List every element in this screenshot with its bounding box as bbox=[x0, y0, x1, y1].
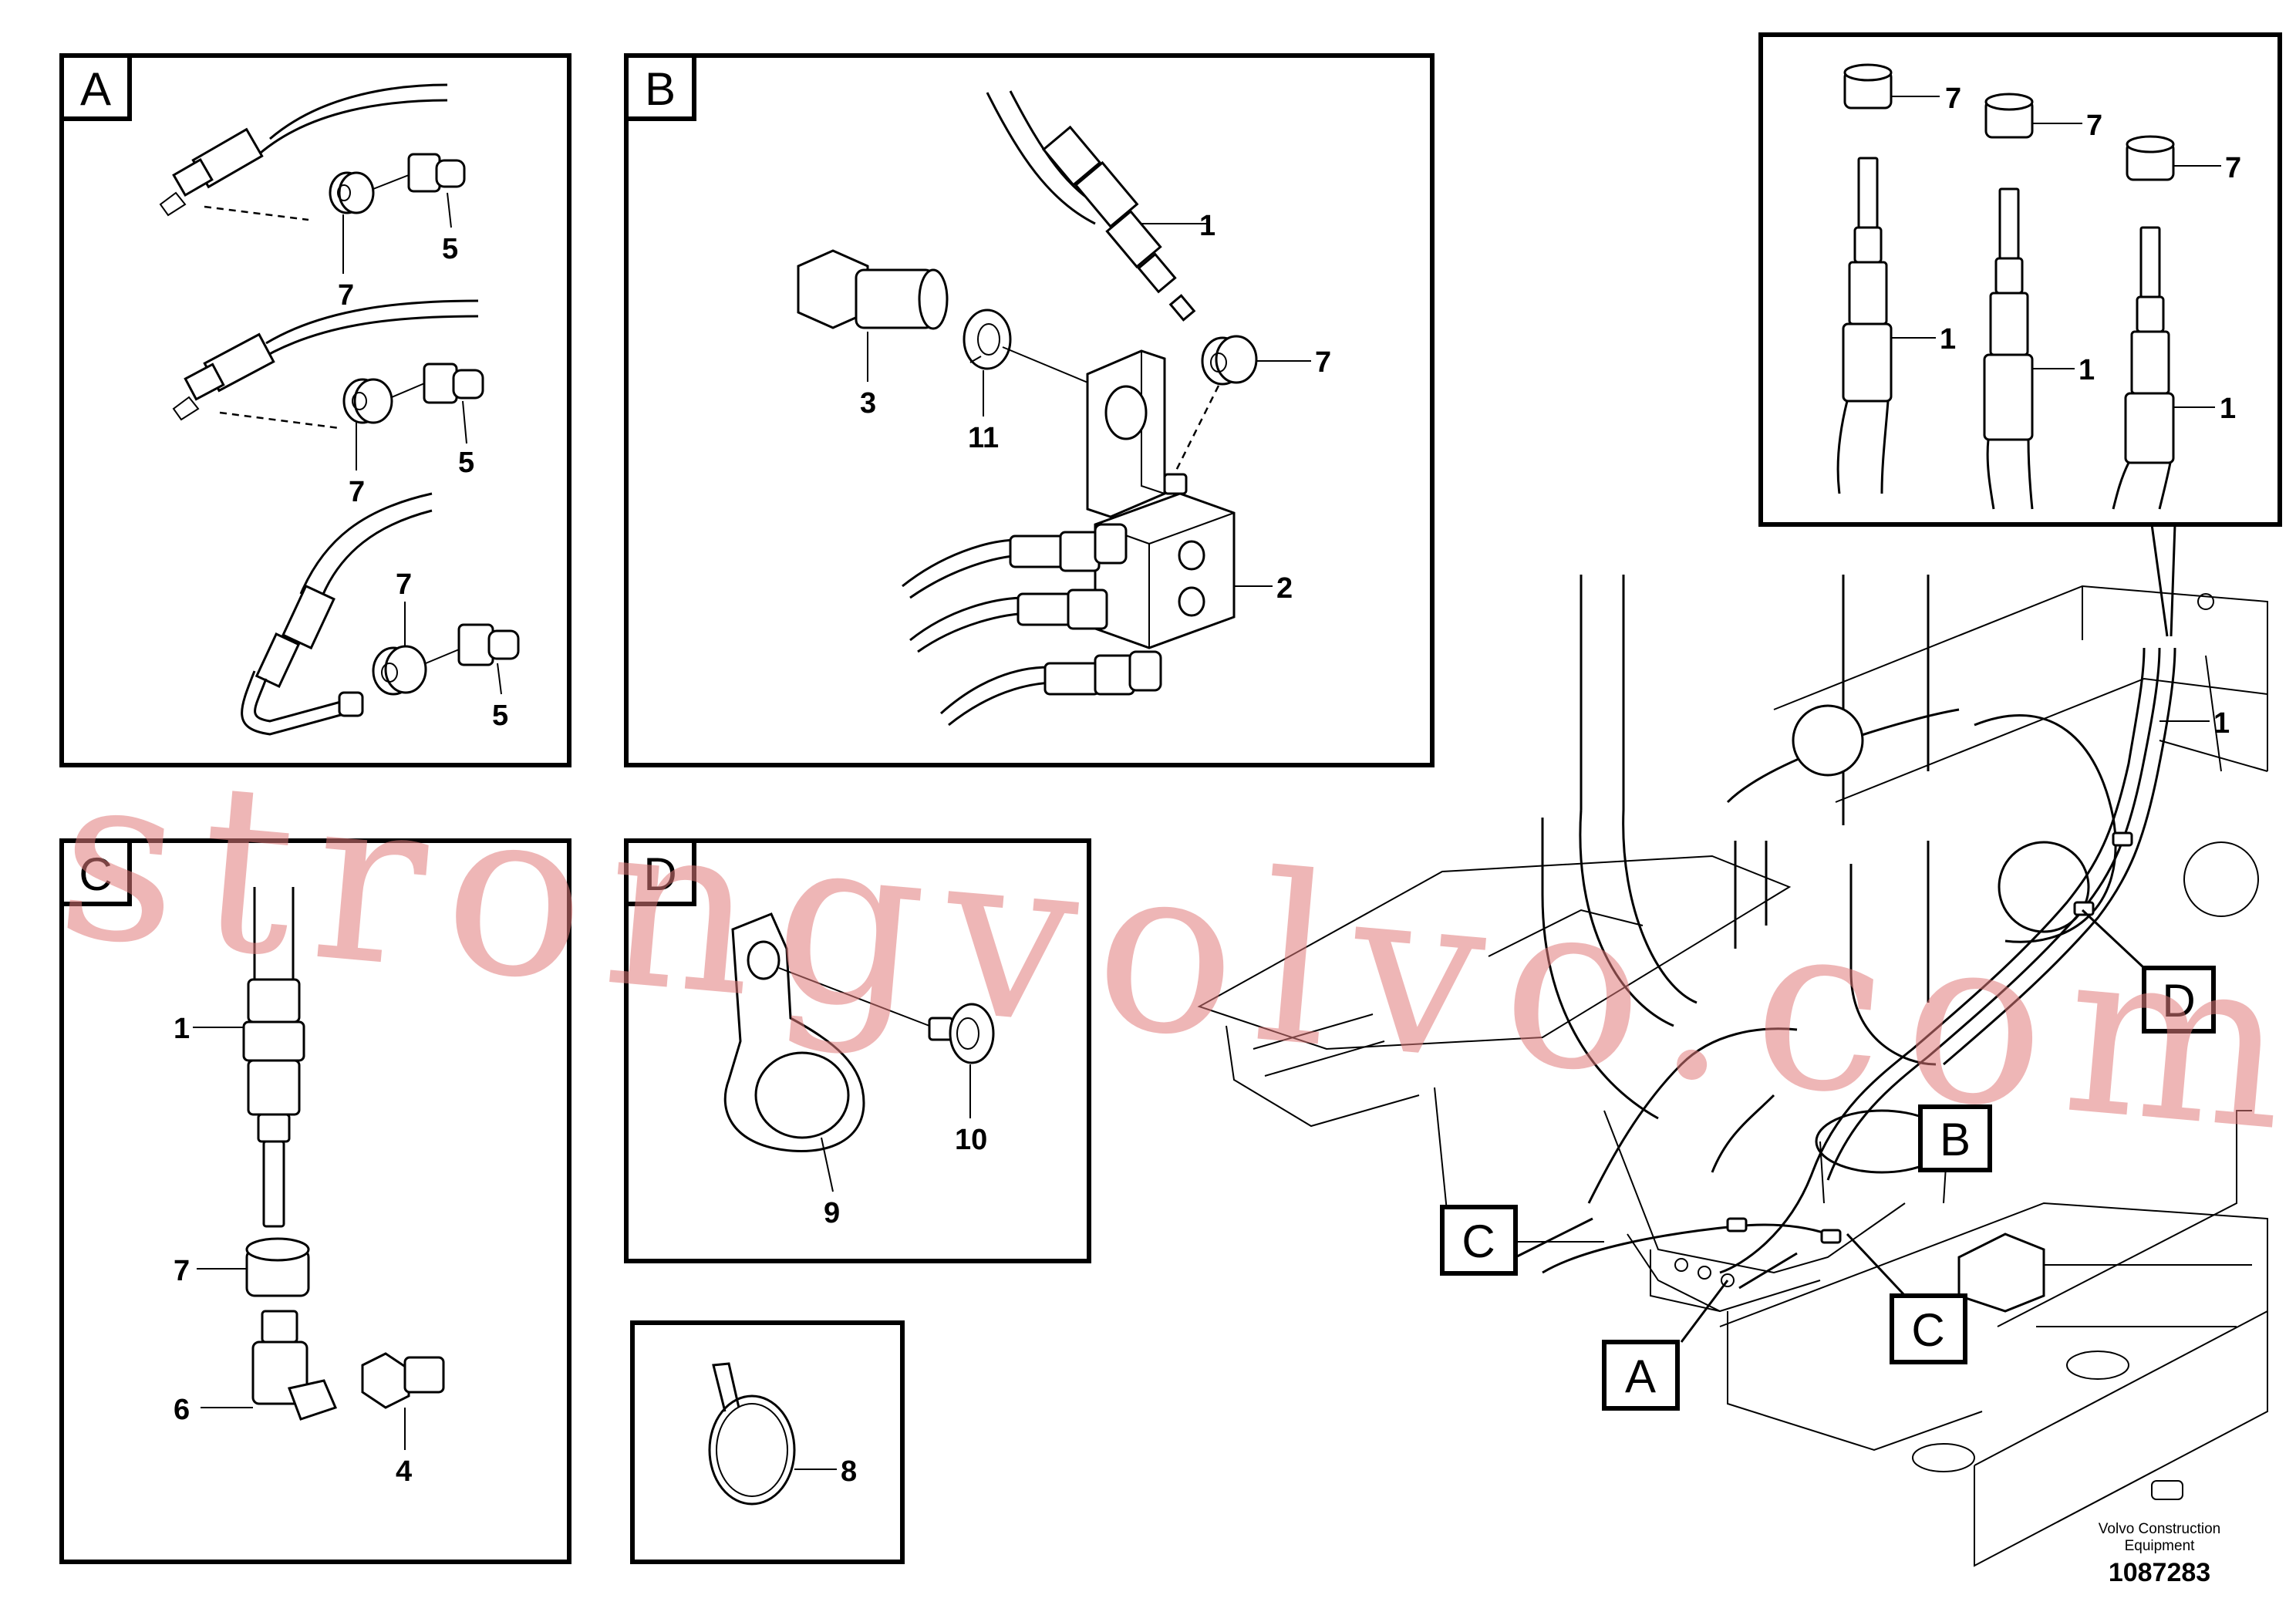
callout-d: D bbox=[2162, 975, 2195, 1027]
label-f-1-2: 1 bbox=[2079, 354, 2095, 386]
label-b-1: 1 bbox=[1199, 210, 1215, 242]
label-a-7-1: 7 bbox=[338, 279, 354, 312]
label-a-7-2: 7 bbox=[349, 476, 365, 508]
figure-id: 1087283 bbox=[2109, 1558, 2210, 1587]
label-f-7-2: 7 bbox=[2086, 110, 2102, 142]
callout-c-right: C bbox=[1911, 1304, 1944, 1356]
label-b-2: 2 bbox=[1276, 572, 1293, 605]
label-f-7-3: 7 bbox=[2225, 152, 2241, 184]
mounting-bracket bbox=[1086, 349, 1166, 518]
adapter-plug bbox=[457, 623, 520, 666]
label-c-6: 6 bbox=[174, 1394, 190, 1426]
label-a-5-3: 5 bbox=[492, 700, 508, 732]
brand-line-1: Volvo Construction bbox=[2099, 1521, 2220, 1537]
hose-end-fitting bbox=[1041, 125, 1196, 322]
watermark: strongvolvo.com bbox=[49, 720, 2296, 1184]
main-machine-view: 1 D B C C A bbox=[1197, 575, 2268, 1567]
label-a-5-1: 5 bbox=[442, 233, 458, 265]
hose-fitting bbox=[1017, 588, 1108, 630]
label-a-7-3: 7 bbox=[396, 568, 412, 601]
label-e-8: 8 bbox=[841, 1455, 857, 1488]
valve-block bbox=[1094, 473, 1236, 649]
panel-d: D 9 10 bbox=[624, 838, 1091, 1263]
hose-end-3 bbox=[2112, 135, 2175, 510]
plug-cap bbox=[245, 1237, 310, 1297]
adapter-plug bbox=[407, 153, 466, 193]
panel-b: B 1 7 3 bbox=[624, 53, 1435, 767]
panel-cable-tie: 8 bbox=[630, 1320, 905, 1564]
hose-fitting bbox=[1009, 523, 1128, 572]
label-d-9: 9 bbox=[824, 1197, 840, 1229]
lock-washer bbox=[963, 309, 1012, 370]
hose-end-2 bbox=[1983, 93, 2034, 510]
panel-d-letter: D bbox=[643, 848, 676, 900]
hose-clamp bbox=[723, 912, 865, 1152]
adapter-plug bbox=[423, 363, 484, 404]
callout-a: A bbox=[1625, 1351, 1656, 1402]
brand-line-2: Equipment bbox=[2125, 1538, 2196, 1554]
label-c-1: 1 bbox=[174, 1013, 190, 1045]
hose-fitting bbox=[242, 978, 305, 1228]
label-f-1-3: 1 bbox=[2220, 393, 2236, 425]
hose-end-1 bbox=[1836, 63, 1893, 494]
hose-fitting bbox=[172, 332, 275, 421]
panel-a-letter: A bbox=[80, 63, 111, 115]
label-c-4: 4 bbox=[396, 1455, 412, 1488]
panel-b-letter: B bbox=[645, 63, 676, 115]
plug-cap bbox=[372, 645, 427, 696]
adapter-nut bbox=[361, 1352, 445, 1409]
elbow-fitting bbox=[251, 1310, 338, 1421]
label-b-3: 3 bbox=[860, 387, 876, 420]
label-f-1-1: 1 bbox=[1940, 323, 1956, 356]
panel-a: A 7 5 bbox=[59, 53, 571, 767]
cable-tie bbox=[708, 1362, 796, 1506]
plug-cap bbox=[342, 378, 393, 424]
hose-fitting bbox=[159, 127, 264, 217]
hose-fitting bbox=[1043, 650, 1162, 696]
boom-body bbox=[1541, 704, 2259, 1120]
label-f-7-1: 7 bbox=[1945, 83, 1961, 115]
label-a-5-2: 5 bbox=[458, 447, 474, 479]
boom-cylinder-right bbox=[1815, 575, 1949, 1204]
plug-cap bbox=[329, 171, 375, 214]
label-b-7: 7 bbox=[1315, 346, 1331, 379]
callout-c-left: C bbox=[1462, 1216, 1495, 1267]
label-d-10: 10 bbox=[955, 1124, 987, 1156]
bolt bbox=[797, 249, 949, 330]
boom-cylinder-left bbox=[1579, 575, 1698, 1027]
panel-hose-ends: 7 1 7 1 7 1 bbox=[1758, 32, 2282, 637]
label-c-7: 7 bbox=[174, 1255, 190, 1287]
panel-c: C 1 7 6 4 bbox=[59, 838, 571, 1564]
plug-cap bbox=[1201, 335, 1258, 386]
hose-fitting bbox=[255, 584, 335, 688]
panel-c-letter: C bbox=[79, 848, 112, 900]
label-b-11: 11 bbox=[968, 422, 999, 454]
callout-b: B bbox=[1940, 1114, 1971, 1165]
label-main-1: 1 bbox=[2213, 707, 2230, 740]
screw bbox=[928, 1003, 995, 1064]
